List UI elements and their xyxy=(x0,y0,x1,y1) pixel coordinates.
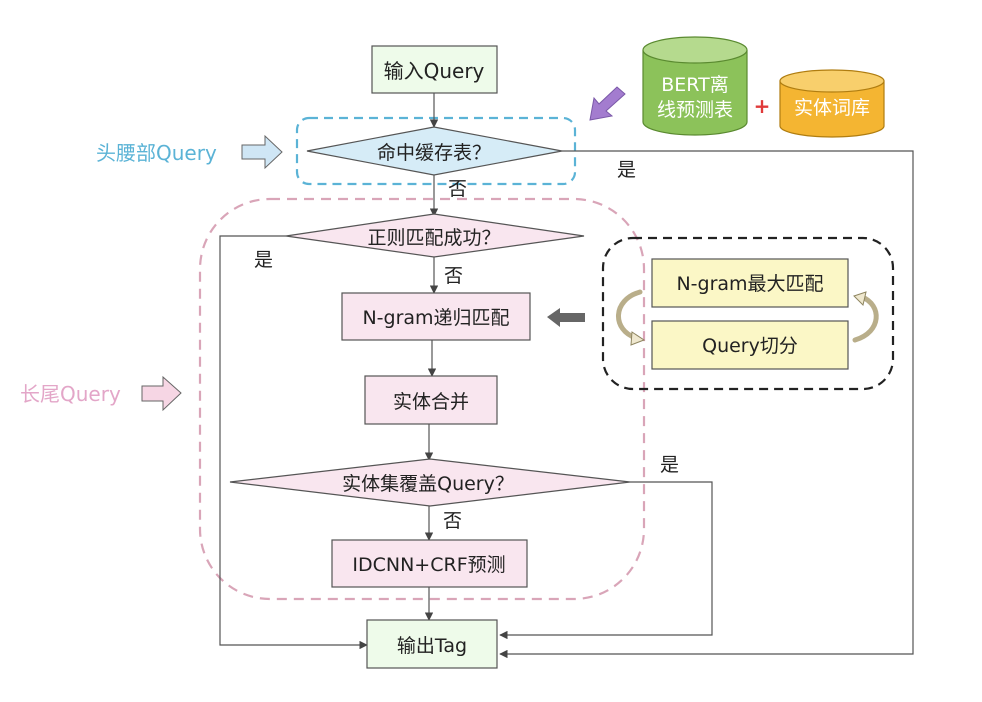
regex-check-diamond xyxy=(285,213,585,258)
ngram-max-match-label: N-gram最大匹配 xyxy=(676,273,823,295)
cycle-arrow-right-icon xyxy=(852,294,879,343)
cycle-arrow-left-icon xyxy=(616,289,643,341)
query-split-box xyxy=(651,320,849,370)
cycle-arrow-left-head-icon xyxy=(630,331,646,346)
purple-arrow-icon xyxy=(589,86,626,121)
input-query-box xyxy=(371,45,498,94)
regex-no-label: 否 xyxy=(444,265,463,287)
tail-query-arrow-icon xyxy=(141,375,182,412)
output-tag-box xyxy=(366,619,498,669)
entity-merge-label: 实体合并 xyxy=(393,391,469,413)
ngram-recursive-label: N-gram递归匹配 xyxy=(362,307,509,329)
head-query-label: 头腰部Query xyxy=(96,141,217,165)
edge-coverage-yes xyxy=(499,481,713,640)
output-tag-label: 输出Tag xyxy=(397,635,467,657)
ngram-recursive-box xyxy=(341,292,531,341)
edge-regex-yes xyxy=(219,235,368,650)
cache-no-label: 否 xyxy=(448,178,467,200)
idcnn-crf-box xyxy=(331,539,528,588)
cache-check-label: 命中缓存表？ xyxy=(377,142,491,164)
head-query-arrow-icon xyxy=(241,134,283,170)
tail-query-label: 长尾Query xyxy=(20,382,121,406)
ngram-max-match-box xyxy=(651,258,849,308)
regex-check-label: 正则匹配成功？ xyxy=(367,227,500,249)
input-query-label: 输入Query xyxy=(384,59,485,83)
tail-query-region xyxy=(198,197,646,601)
coverage-check-diamond xyxy=(229,458,631,507)
regex-yes-label: 是 xyxy=(254,249,273,271)
cache-check-diamond xyxy=(306,126,563,176)
entity-lexicon-db: 实体词库 xyxy=(779,69,885,138)
bert-db-label-line1: BERT离 xyxy=(661,74,728,96)
coverage-check-label: 实体集覆盖Query？ xyxy=(342,473,514,495)
cache-yes-label: 是 xyxy=(617,159,636,181)
gray-arrow-icon xyxy=(547,308,585,327)
entity-merge-box xyxy=(364,375,498,425)
coverage-yes-label: 是 xyxy=(660,454,679,476)
bert-prediction-table-db: BERT离 线预测表 xyxy=(642,36,748,136)
idcnn-crf-label: IDCNN+CRF预测 xyxy=(352,554,505,576)
cycle-arrow-right-head-icon xyxy=(853,291,867,306)
edge-cache-yes xyxy=(499,150,914,659)
plus-sign: + xyxy=(754,94,771,118)
entity-lexicon-label: 实体词库 xyxy=(794,97,870,119)
coverage-no-label: 否 xyxy=(443,510,462,532)
query-split-label: Query切分 xyxy=(702,335,798,357)
bert-db-label-line2: 线预测表 xyxy=(657,99,733,121)
auxiliary-process-region xyxy=(601,236,895,391)
